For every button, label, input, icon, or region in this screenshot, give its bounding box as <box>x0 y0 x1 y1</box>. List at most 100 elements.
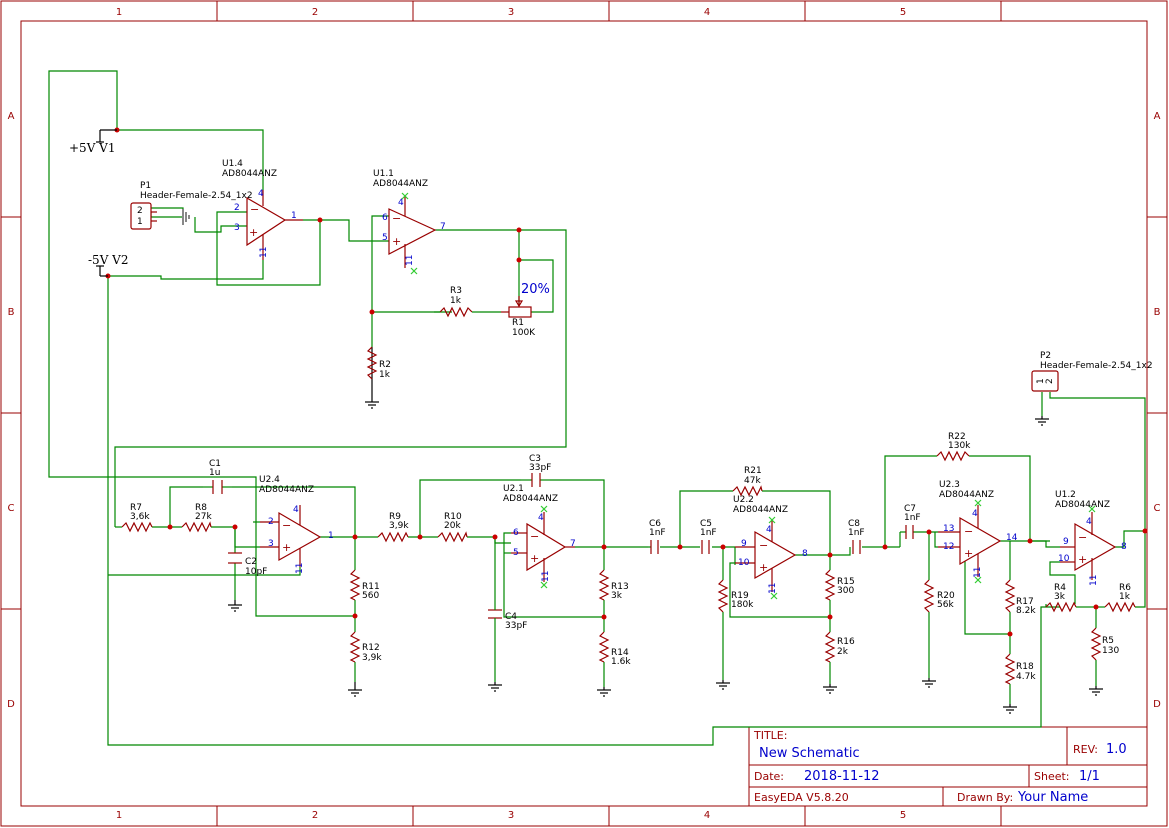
power-label-v1: +5V V1 <box>69 141 115 155</box>
r11-value: 560 <box>362 591 379 601</box>
zone-col-5: 5 <box>900 7 906 18</box>
opamp-u1-1: − + 6 5 7 4 11 U1.1 AD8044ANZ <box>373 169 446 275</box>
ground-icon <box>1035 416 1049 426</box>
resistor-r8: R8 27k <box>181 503 212 533</box>
c7-value: 1nF <box>904 513 921 523</box>
r9-ref: R9 <box>389 512 401 522</box>
u12-ref: U1.2 <box>1055 490 1076 500</box>
u21-minus: − <box>530 530 539 543</box>
u22-pin8: 8 <box>802 549 808 559</box>
u24-pin4: 4 <box>293 505 299 515</box>
r13-value: 3k <box>611 591 623 601</box>
p1-pin2: 2 <box>137 206 143 216</box>
capacitor-c4: C4 33pF <box>488 605 527 631</box>
u11-pin7: 7 <box>440 222 446 232</box>
u21-pin6: 6 <box>513 528 519 538</box>
u24-pin3: 3 <box>268 539 274 549</box>
u12-pin4: 4 <box>1086 517 1092 527</box>
u14-minus: − <box>250 203 259 216</box>
u24-value: AD8044ANZ <box>259 485 314 495</box>
u12-minus: − <box>1078 531 1087 544</box>
u11-ref: U1.1 <box>373 169 394 179</box>
u21-ref: U2.1 <box>503 484 524 494</box>
r16-ref: R16 <box>837 637 855 647</box>
zone-row-c-r: C <box>1154 503 1161 514</box>
r3-ref: R3 <box>450 286 462 296</box>
p1-ref: P1 <box>140 181 151 191</box>
r15-value: 300 <box>837 586 854 596</box>
c1-ref: C1 <box>209 459 221 469</box>
u11-plus: + <box>392 235 401 248</box>
ground-icon <box>1089 686 1103 696</box>
r14-value: 1.6k <box>611 657 631 667</box>
r4-ref: R4 <box>1054 583 1066 593</box>
resistor-r4: R4 3k <box>1045 583 1090 613</box>
zone-col-3: 3 <box>508 7 514 18</box>
zone-col-4: 4 <box>704 7 710 18</box>
ground-icon <box>1003 704 1017 714</box>
r13-ref: R13 <box>611 582 629 592</box>
resistor-r15: R15 300 <box>824 569 855 601</box>
date-label: Date: <box>754 770 784 783</box>
r12-value: 3,9k <box>362 653 382 663</box>
u21-pin4: 4 <box>538 513 544 523</box>
power-symbols: +5V V1 -5V V2 <box>69 129 128 277</box>
r19-ref: R19 <box>731 591 749 601</box>
u21-pin5: 5 <box>513 548 519 558</box>
zone-col-2: 2 <box>312 7 318 18</box>
u22-pin11: 11 <box>768 583 778 594</box>
u14-pin2: 2 <box>234 203 240 213</box>
u23-plus: + <box>964 547 973 560</box>
u12-pin10: 10 <box>1058 554 1070 564</box>
u23-pin4: 4 <box>972 509 978 519</box>
capacitor-c7: C7 1nF <box>899 504 921 547</box>
u14-plus: + <box>249 226 258 239</box>
u14-value: AD8044ANZ <box>222 169 277 179</box>
r1-percent: 20% <box>521 282 550 297</box>
r20-ref: R20 <box>937 591 955 601</box>
ground-icon <box>922 678 936 688</box>
resistor-r20: R20 56k <box>923 579 955 613</box>
ground-icon <box>597 687 611 697</box>
u14-pin3: 3 <box>234 223 240 233</box>
drawn-by-value: Your Name <box>1017 790 1088 805</box>
zone-row-d: D <box>7 699 15 710</box>
u12-value: AD8044ANZ <box>1055 500 1110 510</box>
c8-ref: C8 <box>848 519 860 529</box>
zone-col-3b: 3 <box>508 810 514 821</box>
u23-ref: U2.3 <box>939 480 960 490</box>
u22-ref: U2.2 <box>733 495 754 505</box>
schematic-title: New Schematic <box>759 746 860 761</box>
sheet-label: Sheet: <box>1034 770 1070 783</box>
r5-value: 130 <box>1102 646 1119 656</box>
capacitor-c8: C8 1nF <box>848 519 865 554</box>
r18-value: 4.7k <box>1016 672 1036 682</box>
r2-value: 1k <box>379 370 391 380</box>
u23-pin13: 13 <box>943 524 954 534</box>
wires <box>48 70 1146 746</box>
c8-value: 1nF <box>848 528 865 538</box>
u11-pin6: 6 <box>382 213 388 223</box>
zone-col-4b: 4 <box>704 810 710 821</box>
chassis-ground-icon <box>182 209 190 225</box>
c3-ref: C3 <box>529 454 541 464</box>
u23-pin12: 12 <box>943 542 954 552</box>
c5-value: 1nF <box>700 528 717 538</box>
r18-ref: R18 <box>1016 662 1034 672</box>
resistor-r7: R7 3,6k <box>121 503 153 533</box>
r20-value: 56k <box>937 600 954 610</box>
date-value: 2018-11-12 <box>804 769 880 784</box>
resistor-r18: R18 4.7k <box>1004 653 1036 685</box>
r11-ref: R11 <box>362 582 380 592</box>
c4-ref: C4 <box>505 612 517 622</box>
u24-pin11: 11 <box>295 563 305 574</box>
resistor-r11: R11 560 <box>349 569 380 601</box>
r12-ref: R12 <box>362 643 380 653</box>
resistor-r6: R6 1k <box>1104 583 1136 613</box>
p1-value: Header-Female-2.54_1x2 <box>140 191 253 201</box>
u24-pin1: 1 <box>328 531 334 541</box>
resistor-r16: R16 2k <box>824 631 855 663</box>
opamp-u2-4: − + 2 3 1 4 11 U2.4 AD8044ANZ <box>259 475 334 574</box>
